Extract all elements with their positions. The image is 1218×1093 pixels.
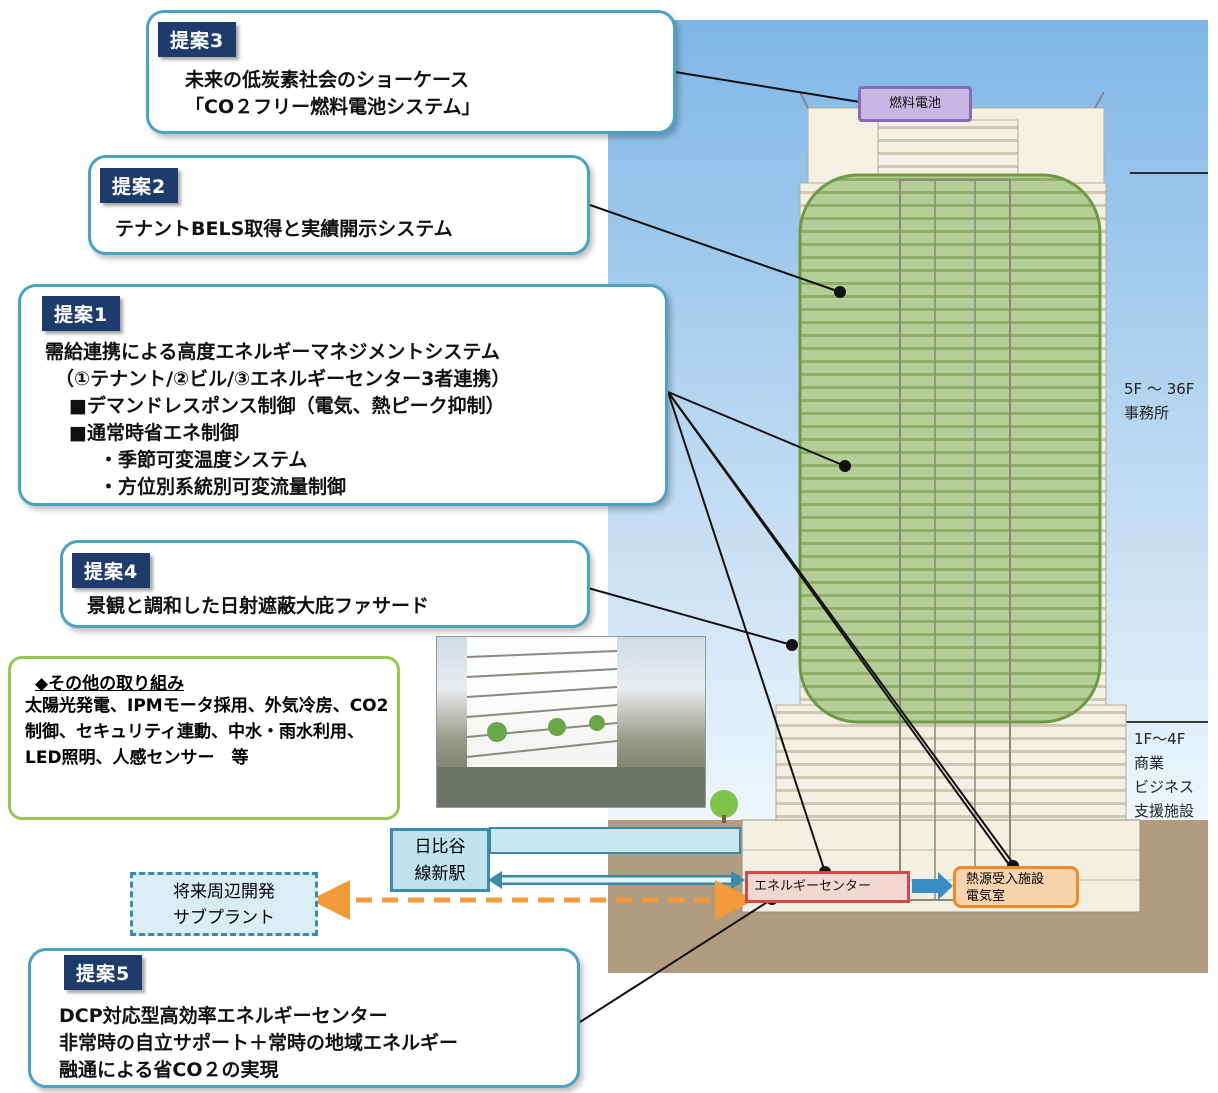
other-efforts-body: 太陽光発電、IPMモータ採用、外気冷房、CO2制御、セキュリティ連動、中水・雨水… xyxy=(25,696,389,768)
other-efforts-title: ◆その他の取り組み xyxy=(35,674,185,694)
future-label-1: 将来周辺開発 xyxy=(173,882,275,902)
proposal-1-tag: 提案1 xyxy=(42,296,121,331)
substation-box: 熱源受入施設 電気室 xyxy=(953,866,1079,908)
proposal-3-line-1: 未来の低炭素社会のショーケース xyxy=(185,69,470,91)
proposal-5-tag: 提案5 xyxy=(64,955,143,990)
connector-lines xyxy=(579,71,1016,1023)
facade-rendering-image xyxy=(436,636,706,808)
proposal-1-line-5: ・季節可変温度システム xyxy=(99,449,308,471)
station-box: 日比谷 線新駅 xyxy=(390,828,490,892)
substation-label-2: 電気室 xyxy=(966,889,1006,904)
proposal-1-callout: 需給連携による高度エネルギーマネジメントシステム （①テナント/②ビル/③エネル… xyxy=(18,284,668,506)
station-label-2: 線新駅 xyxy=(414,864,466,884)
lower-use-label-1: 商業 xyxy=(1134,754,1165,772)
substation-label-1: 熱源受入施設 xyxy=(966,872,1045,887)
proposal-1-line-6: ・方位別系統別可変流量制御 xyxy=(99,476,347,498)
proposal-2-tag: 提案2 xyxy=(100,168,179,203)
proposal-3-tag: 提案3 xyxy=(158,22,237,57)
proposal-5-line-1: DCP対応型高効率エネルギーセンター xyxy=(59,1005,388,1027)
station-label-1: 日比谷 xyxy=(414,837,466,857)
proposal-1-line-4: ■通常時省エネ制御 xyxy=(69,422,239,444)
tree-icon xyxy=(710,790,738,818)
energy-center-box: エネルギーセンター xyxy=(745,871,910,903)
future-subplant-box: 将来周辺開発 サブプラント xyxy=(130,872,318,936)
proposal-4-tag: 提案4 xyxy=(72,553,151,588)
other-efforts-box: ◆その他の取り組み 太陽光発電、IPMモータ採用、外気冷房、CO2制御、セキュリ… xyxy=(8,656,400,820)
lower-use-label-2: ビジネス xyxy=(1134,778,1195,796)
fuel-cell-box: 燃料電池 xyxy=(858,86,972,122)
proposal-2-callout: テナントBELS取得と実績開示システム xyxy=(88,155,590,255)
proposal-5-callout: DCP対応型高効率エネルギーセンター 非常時の自立サポート＋常時の地域エネルギー… xyxy=(28,948,580,1088)
office-use-label: 事務所 xyxy=(1124,404,1170,422)
proposal-1-line-1: 需給連携による高度エネルギーマネジメントシステム xyxy=(45,341,500,363)
podium xyxy=(775,704,1127,826)
energy-flow-arrow xyxy=(912,872,953,900)
proposal-3-callout: 未来の低炭素社会のショーケース 「CO２フリー燃料電池システム」 xyxy=(146,10,676,134)
office-zone xyxy=(798,173,1102,724)
proposal-3-line-2: 「CO２フリー燃料電池システム」 xyxy=(185,96,481,118)
proposal-5-line-2: 非常時の自立サポート＋常時の地域エネルギー xyxy=(59,1032,459,1054)
proposal-1-line-2: （①テナント/②ビル/③エネルギーセンター3者連携） xyxy=(55,368,511,390)
proposal-2-line-1: テナントBELS取得と実績開示システム xyxy=(115,218,453,240)
future-label-2: サブプラント xyxy=(173,908,275,928)
office-floors-label: 5F ～ 36F xyxy=(1124,380,1195,398)
station-track xyxy=(489,827,741,854)
proposal-1-line-3: ■デマンドレスポンス制御（電気、熱ピーク抑制） xyxy=(69,395,505,417)
proposal-4-line-1: 景観と調和した日射遮蔽大庇ファサード xyxy=(87,595,430,617)
lower-floors-label: 1F～4F xyxy=(1134,730,1186,748)
lower-use-label-3: 支援施設 xyxy=(1134,802,1195,820)
proposal-5-line-3: 融通による省CO２の実現 xyxy=(59,1059,279,1081)
